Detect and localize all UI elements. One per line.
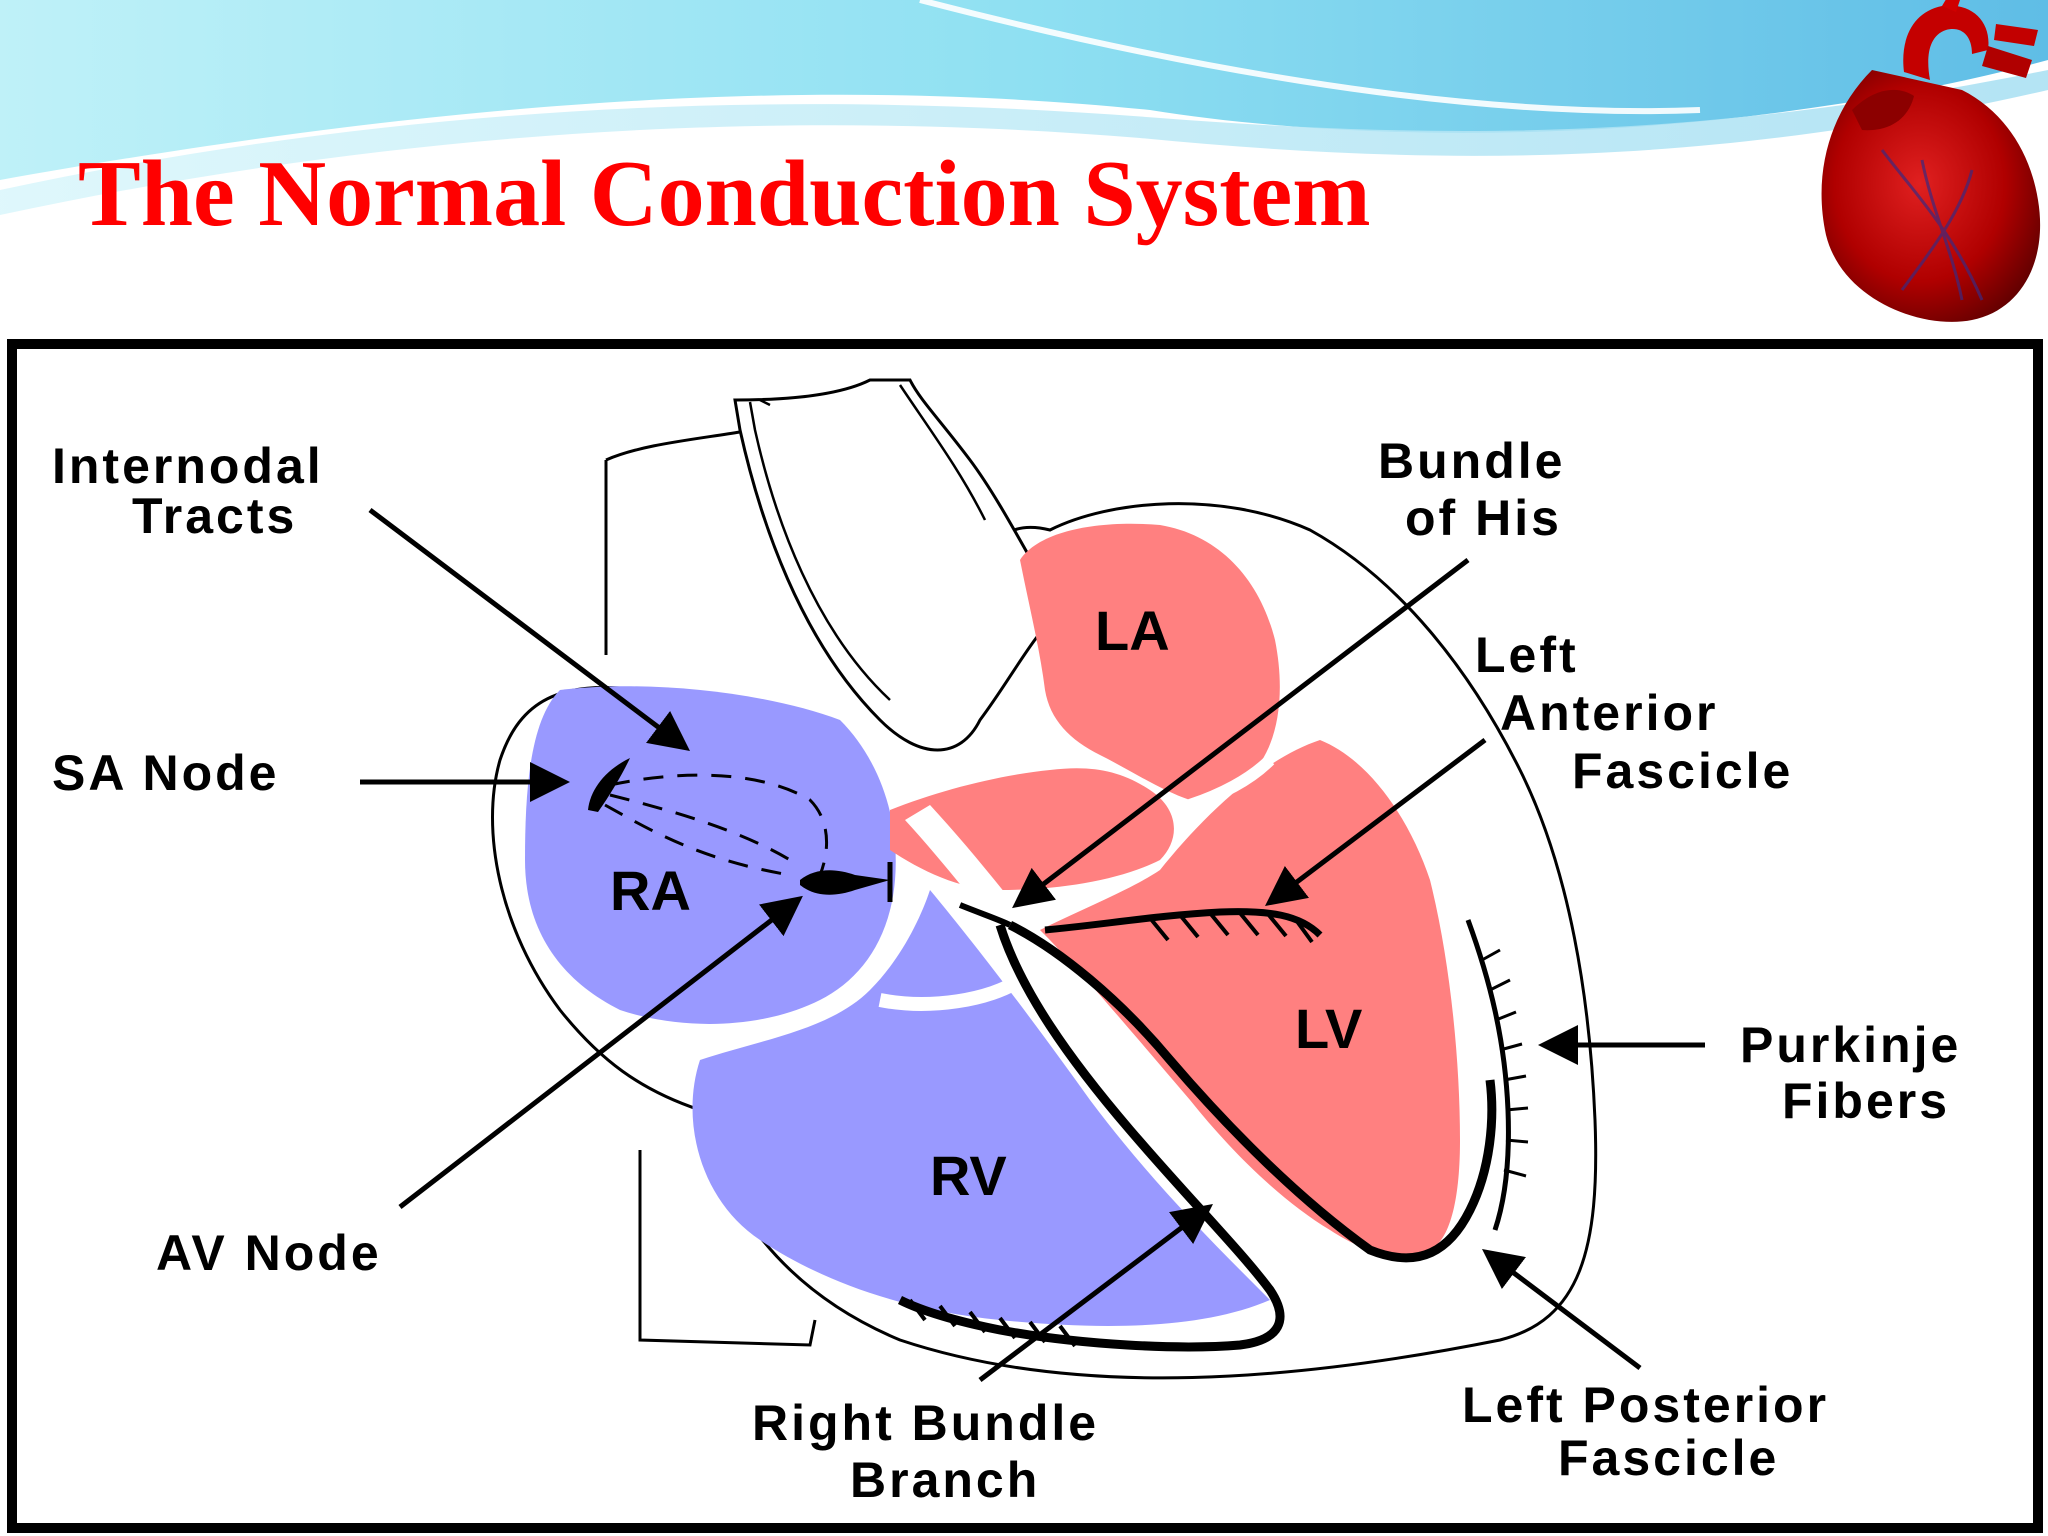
- slide-title: The Normal Conduction System: [78, 142, 1371, 246]
- leader-av-node: [398, 895, 803, 1209]
- label-sa-node: SA Node: [52, 745, 280, 801]
- label-internodal-line1: Internodal: [52, 438, 324, 494]
- right-bundle-branch-line: [897, 923, 1285, 1352]
- label-right-bundle-line2: Branch: [850, 1452, 1040, 1508]
- label-purkinje-fibers: Purkinje Fibers: [1740, 1017, 1978, 1129]
- heart-outline: [491, 502, 1598, 1380]
- leader-bundle-his: [1012, 558, 1470, 909]
- right-bundle-fibers: [908, 1298, 1077, 1348]
- header-wave: [0, 0, 2048, 215]
- leader-left-posterior: [1482, 1248, 1642, 1370]
- right-ventricle: [692, 890, 1270, 1326]
- left-bundle-line: [1007, 920, 1497, 1263]
- label-bundle-of-his: Bundle of His: [1378, 433, 1582, 546]
- label-right-bundle-branch: Right Bundle Branch: [752, 1395, 1116, 1508]
- anatomical-heart-icon: [1821, 0, 2041, 322]
- label-left-posterior-fascicle: Left Posterior Fascicle: [1462, 1377, 1846, 1486]
- internodal-tracts: [604, 773, 829, 877]
- label-left-anterior-fascicle: Left Anterior Fascicle: [1475, 627, 1793, 799]
- inferior-vena-cava: [638, 1150, 817, 1347]
- leader-lines: [360, 508, 1705, 1382]
- label-left-anterior-line1: Left: [1475, 627, 1579, 683]
- mitral-gap: [1188, 755, 1275, 811]
- bundle-of-his-path: [958, 902, 1012, 928]
- chamber-lv: LV: [1295, 997, 1362, 1060]
- label-right-bundle-line1: Right Bundle: [752, 1395, 1099, 1451]
- label-bundle-line1: Bundle: [1378, 433, 1565, 489]
- label-bundle-line2: of His: [1405, 490, 1562, 546]
- label-left-posterior-line1: Left Posterior: [1462, 1377, 1829, 1433]
- sa-node: [588, 758, 630, 812]
- tricuspid-gap: [878, 974, 1024, 1011]
- anterior-fibers: [1148, 911, 1314, 944]
- chamber-rv: RV: [930, 1144, 1007, 1207]
- leader-internodal: [368, 508, 690, 752]
- av-node: [800, 870, 890, 895]
- label-internodal-line2: Tracts: [132, 488, 297, 544]
- chamber-la: LA: [1095, 599, 1170, 662]
- label-av-node: AV Node: [156, 1225, 382, 1281]
- label-left-anterior-line3: Fascicle: [1572, 743, 1793, 799]
- label-left-posterior-line2: Fascicle: [1558, 1430, 1779, 1486]
- left-atrium: [1020, 523, 1280, 802]
- leader-left-anterior: [1265, 738, 1487, 907]
- label-internodal-tracts: Internodal Tracts: [52, 438, 341, 544]
- left-anterior-fascicle-line: [1044, 908, 1323, 938]
- label-purkinje-line2: Fibers: [1782, 1073, 1950, 1129]
- purkinje-fiber-ticks: [1481, 948, 1529, 1178]
- aorta-inner: [748, 384, 987, 701]
- left-ventricle: [1040, 740, 1460, 1257]
- label-purkinje-line1: Purkinje: [1740, 1017, 1961, 1073]
- leader-right-bundle: [978, 1203, 1213, 1382]
- label-left-anterior-line2: Anterior: [1500, 685, 1718, 741]
- chamber-ra: RA: [610, 859, 691, 922]
